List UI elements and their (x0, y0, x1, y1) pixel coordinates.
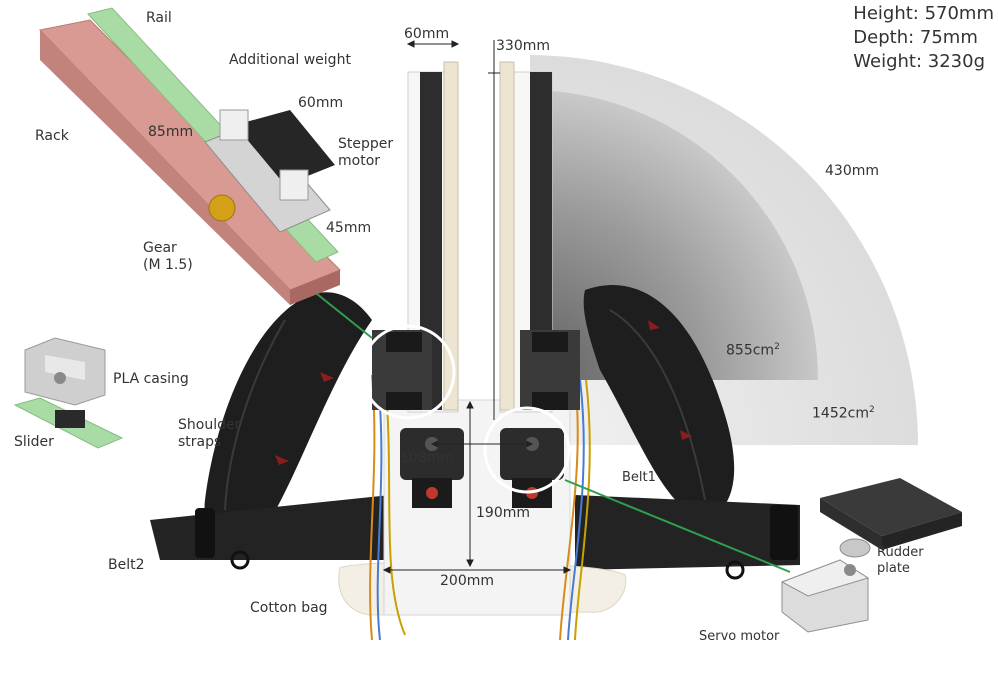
callout-line-servo (564, 479, 791, 573)
dim-housing-height: 45mm (326, 220, 372, 236)
dim-plate-width: 200mm (440, 573, 494, 589)
rudder-plate (820, 478, 962, 558)
label-slider: Slider (14, 434, 54, 450)
left-motor-highlight (360, 324, 456, 420)
label-stepper-motor-line2: motor (338, 152, 381, 169)
label-gear: Gear (M 1.5) (143, 240, 193, 274)
label-rail: Rail (146, 10, 172, 26)
label-stepper-motor-line1: Stepper (338, 136, 394, 152)
label-belt1: Belt1 (622, 470, 656, 485)
label-gear-line1: Gear (143, 240, 177, 256)
callout-line-detail (311, 289, 373, 339)
label-servo-motor: Servo motor (699, 629, 780, 644)
label-pla-casing: PLA casing (113, 371, 189, 387)
plate-servo-highlight (483, 406, 571, 494)
label-rack: Rack (35, 128, 69, 144)
pla-casing-slider (13, 337, 124, 449)
inner-area-value: 855cm (726, 342, 775, 359)
dim-outer-area: 1452cm2 (812, 405, 875, 422)
dim-inner-area: 855cm2 (726, 342, 780, 359)
dim-top-width: 60mm (404, 26, 450, 42)
label-shoulder-straps: Shoulder straps (178, 417, 240, 451)
label-rudder-plate-line2: plate (877, 560, 910, 576)
label-shoulder-straps-line2: straps (178, 433, 222, 450)
dim-plate-height: 190mm (476, 505, 530, 521)
spec-height: Height: 570mm (853, 3, 994, 24)
outer-area-value: 1452cm (812, 405, 869, 422)
waist-belt (150, 495, 800, 580)
label-stepper-motor: Stepper motor (338, 136, 393, 170)
dim-gear-housing-width: 60mm (298, 95, 344, 111)
right-servo-bracket (500, 428, 564, 480)
label-cotton-bag: Cotton bag (250, 600, 328, 616)
dim-top-offset: 330mm (496, 38, 550, 54)
label-shoulder-straps-line1: Shoulder (178, 417, 241, 433)
right-arm (499, 61, 580, 413)
label-additional-weight: Additional weight (229, 52, 351, 68)
label-rudder-plate: Rudder plate (877, 545, 924, 576)
left-servo-bracket (400, 428, 464, 480)
label-rudder-plate-line1: Rudder (877, 545, 924, 560)
label-gear-line2: (M 1.5) (143, 256, 193, 273)
rack-rail-detail (39, 7, 341, 305)
spec-depth: Depth: 75mm (853, 27, 978, 48)
label-belt2: Belt2 (108, 557, 145, 573)
shoulder-straps (204, 284, 735, 540)
dim-arc-radius: 430mm (825, 163, 879, 179)
outer-area-exponent: 2 (868, 405, 875, 415)
servo-motor (780, 559, 870, 633)
dim-rack-depth: 85mm (148, 124, 194, 140)
dimension-lines (382, 40, 572, 574)
dim-plate-center-distance: 108mm (400, 450, 454, 466)
spec-weight: Weight: 3230g (853, 51, 986, 72)
left-arm (372, 61, 459, 413)
inner-area-exponent: 2 (774, 342, 780, 352)
wires (369, 374, 591, 641)
spec-block: Height: 570mm Depth: 75mm Weight: 3230g (853, 2, 994, 74)
